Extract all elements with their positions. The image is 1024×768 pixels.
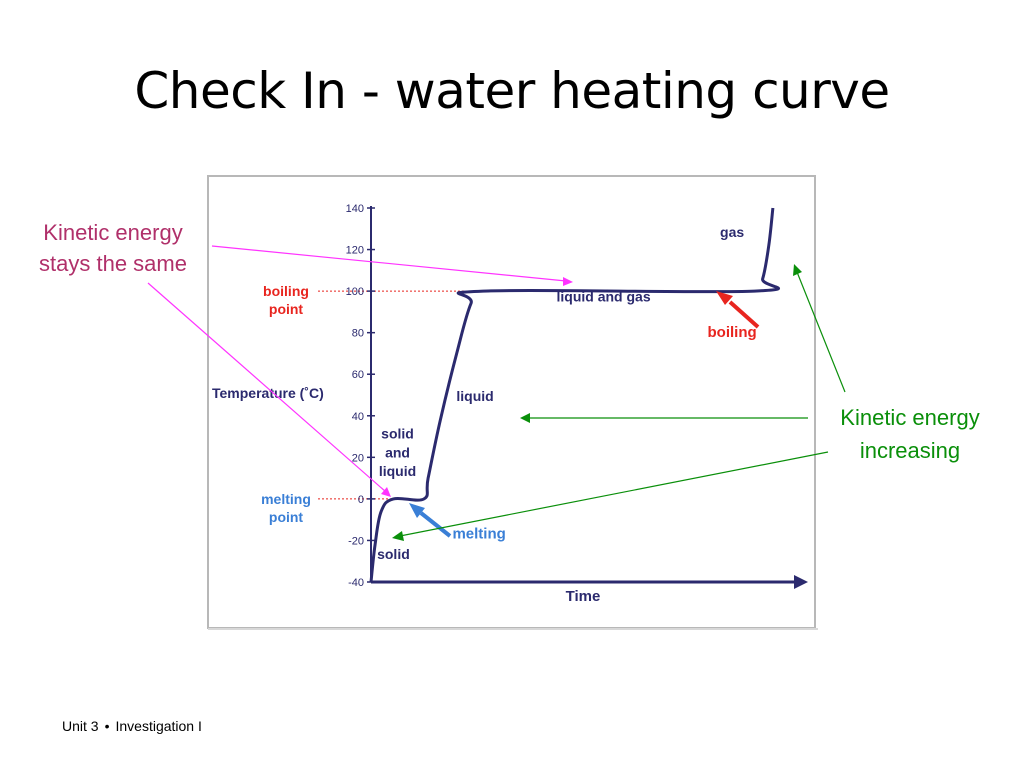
annotation-arrow-inc-solid (399, 451, 829, 537)
annotation-kinetic-increasing: increasing (860, 438, 960, 463)
annotation-arrowhead-inc-liquid (520, 413, 530, 423)
phase-label: and (385, 444, 410, 460)
heating-curve-line (369, 207, 781, 583)
y-tick-label: -20 (348, 535, 364, 547)
melting-arrow-head (409, 503, 425, 518)
annotation-arrowhead-same-bottom (381, 487, 391, 497)
melting-arrow-label: melting (452, 525, 505, 542)
annotation-arrowhead-inc-gas (793, 264, 802, 276)
chart-panel (207, 175, 816, 629)
boiling-arrow-head (716, 291, 733, 305)
boiling-arrow-label: boiling (708, 324, 757, 341)
y-axis-label: Temperature (˚C) (212, 385, 324, 401)
annotation-kinetic-increasing: Kinetic energy (840, 405, 979, 430)
curve-layer (369, 207, 781, 583)
annotation-arrowhead-same-top (563, 277, 573, 286)
phase-label: solid (377, 546, 410, 562)
x-axis-arrowhead (794, 575, 808, 589)
x-axis-label: Time (566, 588, 601, 605)
footer-unit: Unit 3 (62, 718, 99, 734)
reference-line-label: melting (261, 491, 311, 507)
y-tick-label: 20 (352, 452, 364, 464)
annotation-arrow-same-bottom (147, 282, 387, 493)
phase-label: solid (381, 426, 414, 442)
y-tick-label: -40 (348, 577, 364, 589)
y-tick-label: 100 (346, 286, 364, 298)
y-tick-label: 140 (346, 203, 364, 215)
footer-separator: • (104, 718, 110, 734)
y-tick-label: 40 (352, 411, 364, 423)
phase-label: liquid (379, 463, 416, 479)
annotation-arrowhead-inc-solid (392, 531, 404, 541)
slide-title: Check In - water heating curve (134, 62, 890, 120)
boiling-arrow-shaft (728, 300, 760, 329)
melting-arrow-shaft (419, 511, 452, 538)
labels-layer: solid solid and liquid liquid liquid and gas g… (377, 224, 760, 562)
annotation-arrow-same-top (211, 245, 567, 282)
reference-line-label: point (269, 509, 304, 525)
y-tick-label: 0 (358, 494, 364, 506)
reference-line-label: boiling (263, 283, 309, 299)
y-tick-label: 120 (346, 245, 364, 257)
phase-label: liquid (456, 388, 493, 404)
footer-section: Investigation I (115, 718, 202, 734)
annotation-arrow-inc-gas (796, 271, 846, 393)
annotation-kinetic-same: stays the same (39, 251, 187, 276)
y-tick-label: 60 (352, 369, 364, 381)
y-tick-label: 80 (352, 328, 364, 340)
reference-lines: boiling point melting point (261, 283, 484, 525)
annotation-kinetic-same: Kinetic energy (43, 220, 182, 245)
phase-label: gas (720, 224, 744, 240)
footer: Unit 3 • Investigation I (62, 718, 208, 734)
reference-line-label: point (269, 301, 304, 317)
phase-label: liquid and gas (556, 289, 650, 305)
